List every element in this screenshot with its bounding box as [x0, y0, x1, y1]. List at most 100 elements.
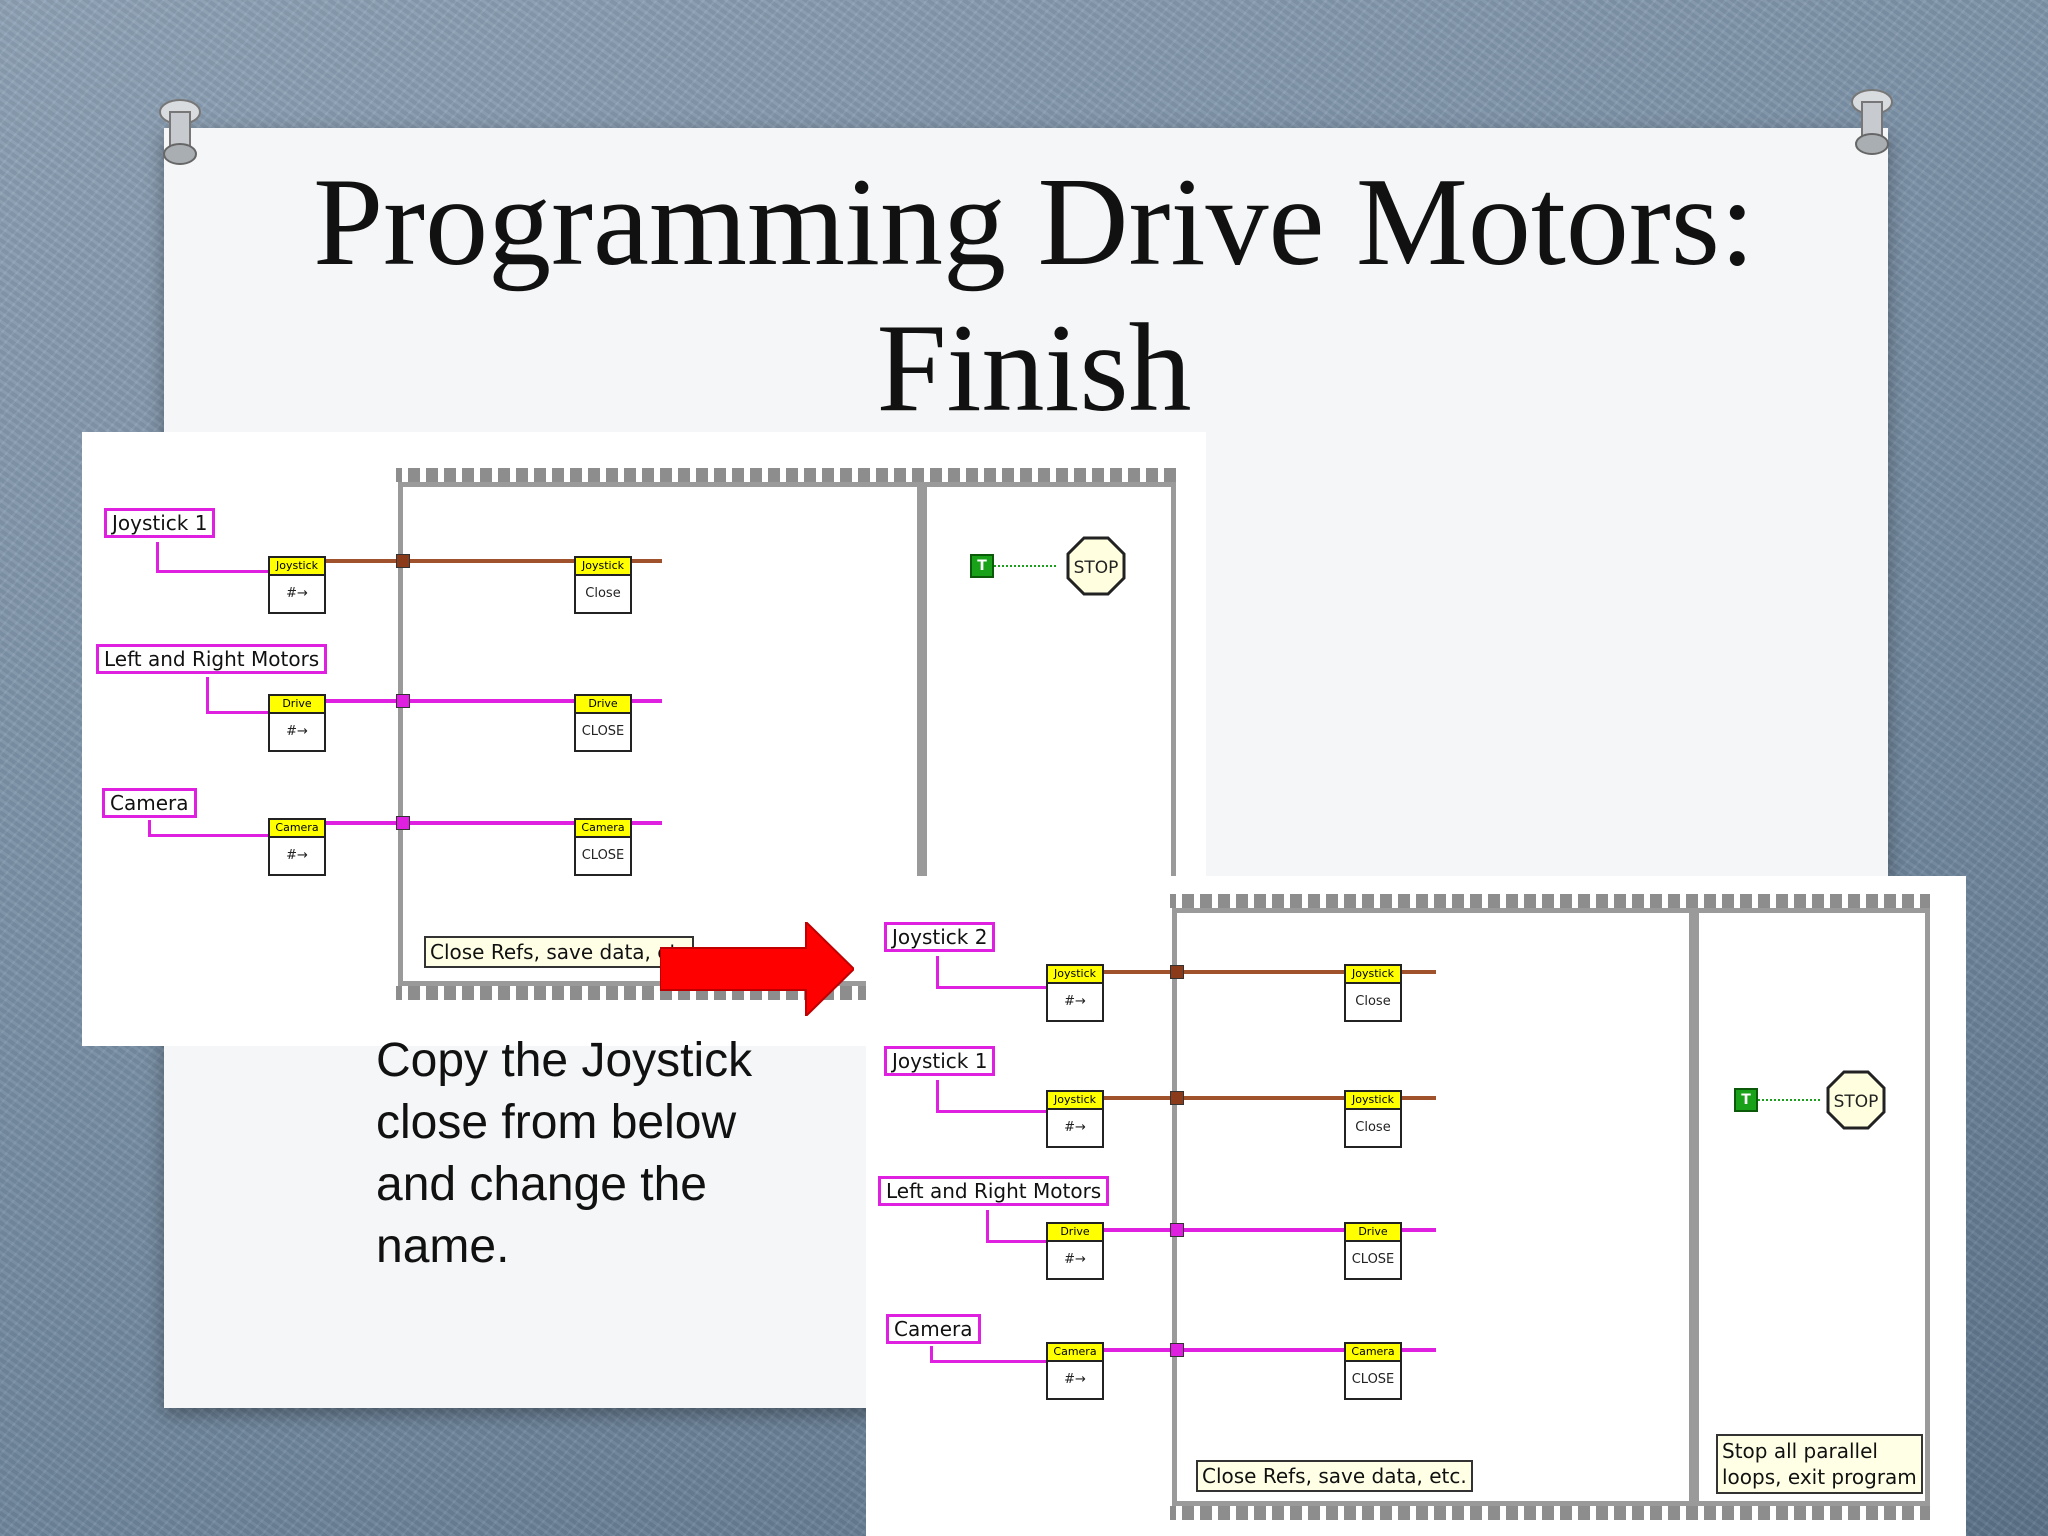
label-wire [148, 820, 151, 836]
open-vi-camera[interactable]: Camera #→ [268, 818, 326, 876]
vi-body: CLOSE [581, 724, 625, 739]
vi-header: Joystick [270, 558, 324, 576]
vi-body: CLOSE [581, 848, 625, 863]
label-wire [148, 834, 268, 837]
close-vi-joystick1[interactable]: Joystick Close [1344, 1090, 1402, 1148]
control-label-motors[interactable]: Left and Right Motors [96, 644, 328, 674]
title-line-2: Finish [876, 299, 1192, 438]
sequence-frame-2 [1694, 908, 1930, 1506]
close-vi-drive[interactable]: Drive CLOSE [1344, 1222, 1402, 1280]
comment-close-refs: Close Refs, save data, etc [424, 936, 695, 968]
wire-tunnel [396, 554, 410, 568]
vi-body: Close [1355, 994, 1391, 1009]
vi-body: #→ [1064, 1120, 1086, 1135]
open-vi-joystick[interactable]: Joystick #→ [268, 556, 326, 614]
sequence-frame-1 [398, 482, 922, 986]
vi-header: Joystick [1346, 966, 1400, 984]
label-wire [936, 956, 939, 988]
vi-header: Camera [1048, 1344, 1102, 1362]
vi-body: Close [1355, 1120, 1391, 1135]
vi-body: CLOSE [1351, 1252, 1395, 1267]
vi-body: #→ [1064, 1252, 1086, 1267]
vi-header: Camera [1346, 1344, 1400, 1362]
vi-header: Joystick [1048, 1092, 1102, 1110]
vi-header: Joystick [1048, 966, 1102, 984]
control-label-motors[interactable]: Left and Right Motors [878, 1176, 1110, 1206]
open-vi-joystick1[interactable]: Joystick #→ [1046, 1090, 1104, 1148]
stop-note-line-1: Stop all parallel [1722, 1439, 1878, 1463]
instruction-caption: Copy the Joystick close from below and c… [376, 1034, 753, 1273]
vi-body: #→ [286, 848, 308, 863]
control-label-joystick1[interactable]: Joystick 1 [884, 1046, 996, 1076]
close-vi-joystick2[interactable]: Joystick Close [1344, 964, 1402, 1022]
stop-sign-icon[interactable]: STOP [1066, 536, 1126, 596]
boolean-wire [994, 565, 1056, 567]
vi-body: #→ [1064, 1372, 1086, 1387]
boolean-wire [1758, 1099, 1820, 1101]
control-label-joystick1[interactable]: Joystick 1 [104, 508, 216, 538]
title-line-1: Programming Drive Motors: [313, 153, 1755, 292]
close-vi-camera[interactable]: Camera CLOSE [1344, 1342, 1402, 1400]
sequence-top-filmstrip [396, 468, 1176, 482]
label-wire [156, 570, 268, 573]
wire-tunnel [1170, 1091, 1184, 1105]
open-vi-drive[interactable]: Drive #→ [1046, 1222, 1104, 1280]
open-vi-drive[interactable]: Drive #→ [268, 694, 326, 752]
control-label-camera[interactable]: Camera [102, 788, 197, 818]
stop-label: STOP [1074, 558, 1119, 578]
vi-body: Close [585, 586, 621, 601]
true-constant[interactable]: T [970, 554, 994, 578]
refnum-wire [1096, 1096, 1436, 1100]
label-wire [986, 1210, 989, 1242]
label-wire [936, 1110, 1046, 1113]
open-vi-camera[interactable]: Camera #→ [1046, 1342, 1104, 1400]
stop-label: STOP [1834, 1092, 1879, 1112]
vi-header: Drive [1048, 1224, 1102, 1242]
label-wire [206, 677, 209, 713]
vi-body: CLOSE [1351, 1372, 1395, 1387]
vi-body: #→ [286, 724, 308, 739]
arrow-right-icon [660, 922, 854, 1016]
wire-tunnel [1170, 965, 1184, 979]
close-vi-drive[interactable]: Drive CLOSE [574, 694, 632, 752]
refnum-wire [322, 559, 662, 563]
vi-header: Camera [576, 820, 630, 838]
wire-tunnel [396, 694, 410, 708]
vi-header: Drive [1346, 1224, 1400, 1242]
label-wire [930, 1360, 1046, 1363]
label-wire [936, 1080, 939, 1112]
label-wire [156, 542, 159, 572]
comment-stop-loops: Stop all parallel loops, exit program [1716, 1434, 1923, 1494]
sequence-top-filmstrip [1170, 894, 1930, 908]
close-vi-camera[interactable]: Camera CLOSE [574, 818, 632, 876]
sequence-bottom-filmstrip [1170, 1506, 1930, 1520]
device-wire [322, 699, 662, 703]
stop-note-line-2: loops, exit program [1722, 1465, 1917, 1489]
device-wire [1096, 1348, 1436, 1352]
device-wire [322, 821, 662, 825]
label-wire [206, 711, 268, 714]
vi-body: #→ [286, 586, 308, 601]
wire-tunnel [1170, 1343, 1184, 1357]
control-label-joystick2[interactable]: Joystick 2 [884, 922, 996, 952]
wire-tunnel [396, 816, 410, 830]
wire-tunnel [1170, 1223, 1184, 1237]
true-constant[interactable]: T [1734, 1088, 1758, 1112]
vi-header: Joystick [1346, 1092, 1400, 1110]
label-wire [930, 1346, 933, 1362]
label-wire [986, 1240, 1046, 1243]
slide-title: Programming Drive Motors: Finish [164, 150, 1904, 442]
refnum-wire [1096, 970, 1436, 974]
vi-header: Drive [576, 696, 630, 714]
push-pin-icon [1851, 89, 1893, 155]
stop-sign-icon[interactable]: STOP [1826, 1070, 1886, 1130]
comment-close-refs: Close Refs, save data, etc. [1196, 1460, 1473, 1492]
close-vi-joystick[interactable]: Joystick Close [574, 556, 632, 614]
control-label-camera[interactable]: Camera [886, 1314, 981, 1344]
open-vi-joystick2[interactable]: Joystick #→ [1046, 964, 1104, 1022]
vi-header: Drive [270, 696, 324, 714]
device-wire [1096, 1228, 1436, 1232]
vi-header: Joystick [576, 558, 630, 576]
vi-body: #→ [1064, 994, 1086, 1009]
block-diagram-after: Joystick 2 Joystick 1 Left and Right Mot… [866, 876, 1966, 1536]
